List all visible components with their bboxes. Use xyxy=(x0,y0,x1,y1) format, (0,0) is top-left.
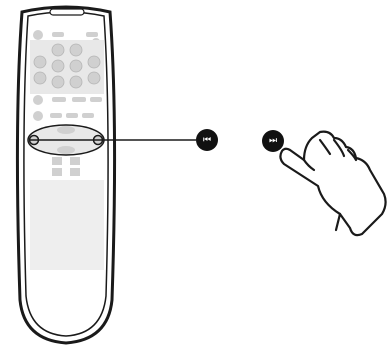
function-button-3 xyxy=(72,97,86,102)
lower-button-4 xyxy=(70,168,80,176)
skip-next-glyph: ⏭ xyxy=(268,136,278,146)
key-8 xyxy=(51,75,65,89)
pressing-hand xyxy=(279,130,387,237)
key-3 xyxy=(33,55,47,69)
function-button-8 xyxy=(82,113,94,118)
lower-panel xyxy=(30,180,104,270)
key-4 xyxy=(51,59,65,73)
function-buttons xyxy=(33,95,102,121)
key-9 xyxy=(69,75,83,89)
lower-button-3 xyxy=(52,168,62,176)
nav-up-button xyxy=(57,126,75,134)
lower-button-1 xyxy=(52,157,62,165)
key-7 xyxy=(33,71,47,85)
power-button xyxy=(33,30,43,40)
remote-control xyxy=(15,5,117,345)
key-0 xyxy=(87,71,101,85)
keypad xyxy=(33,43,101,89)
lower-button-2 xyxy=(70,157,80,165)
skip-previous-glyph: ⏮ xyxy=(202,135,212,145)
function-button-1 xyxy=(33,95,43,105)
skip-next-icon xyxy=(262,130,284,152)
eject-button xyxy=(86,32,98,37)
function-button-6 xyxy=(50,113,62,118)
key-1 xyxy=(51,43,65,57)
key-2 xyxy=(69,43,83,57)
top-capsule xyxy=(49,8,85,16)
key-6 xyxy=(87,55,101,69)
skip-previous-icon xyxy=(196,129,218,151)
mode-button xyxy=(52,32,64,37)
function-button-5 xyxy=(33,111,43,121)
function-button-2 xyxy=(52,97,66,102)
function-button-4 xyxy=(90,97,102,102)
nav-down-button xyxy=(57,146,75,154)
key-5 xyxy=(69,59,83,73)
function-button-7 xyxy=(66,113,78,118)
